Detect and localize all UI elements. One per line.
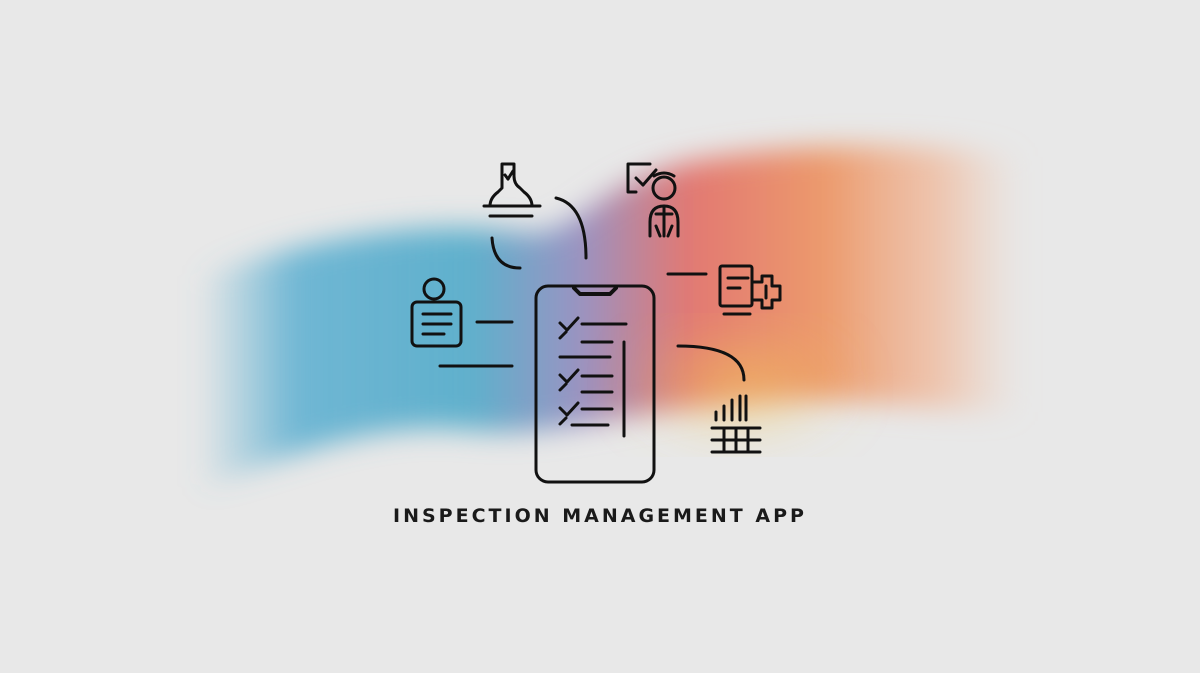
connector-lines	[438, 196, 746, 382]
bar-chart-table-icon	[710, 394, 762, 454]
id-badge-icon	[410, 277, 463, 348]
wave-yellow-glow	[630, 340, 850, 430]
wave-band	[120, 146, 1100, 516]
page-title: INSPECTION MANAGEMENT APP	[393, 505, 807, 527]
inspector-stamp-icon	[482, 162, 542, 218]
inspector-person-icon	[626, 162, 680, 238]
document-engine-icon	[718, 264, 782, 316]
phone-checklist-icon	[534, 284, 656, 484]
